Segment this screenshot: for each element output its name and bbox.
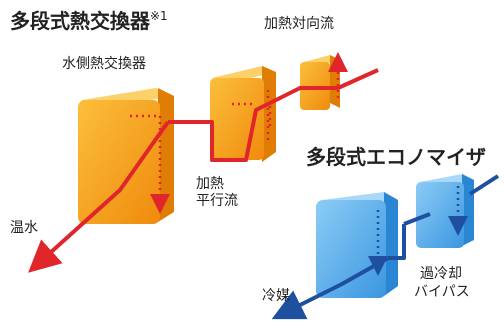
hx-block-small (300, 55, 340, 110)
footnote-mark: ※1 (150, 9, 168, 23)
hx-block-medium (210, 66, 276, 162)
economizer-block-large (316, 192, 398, 298)
label-hot-water: 温水 (10, 220, 38, 236)
label-subcool-bypass-line1: 過冷却 (420, 266, 462, 282)
label-parallel-flow-line1: 加熱 (196, 176, 224, 192)
hot-water-arrow (40, 68, 379, 262)
label-parallel-flow-line2: 平行流 (196, 193, 238, 209)
dotted-flow-medium (232, 90, 272, 142)
dotted-flow-large (130, 114, 170, 214)
refrigerant-arrow (286, 174, 500, 312)
label-subcool-bypass-line2: バイパス (414, 284, 470, 300)
economizer-block-small (416, 174, 474, 248)
hx-block-large (78, 88, 174, 224)
title-multistage-hx: 多段式熱交換器※1 (10, 9, 168, 33)
label-refrigerant: 冷媒 (262, 288, 290, 304)
title-multistage-economizer: 多段式エコノマイザ (306, 145, 486, 169)
label-water-side-hx: 水側熱交換器 (62, 56, 146, 72)
label-counterflow: 加熱対向流 (264, 16, 334, 32)
